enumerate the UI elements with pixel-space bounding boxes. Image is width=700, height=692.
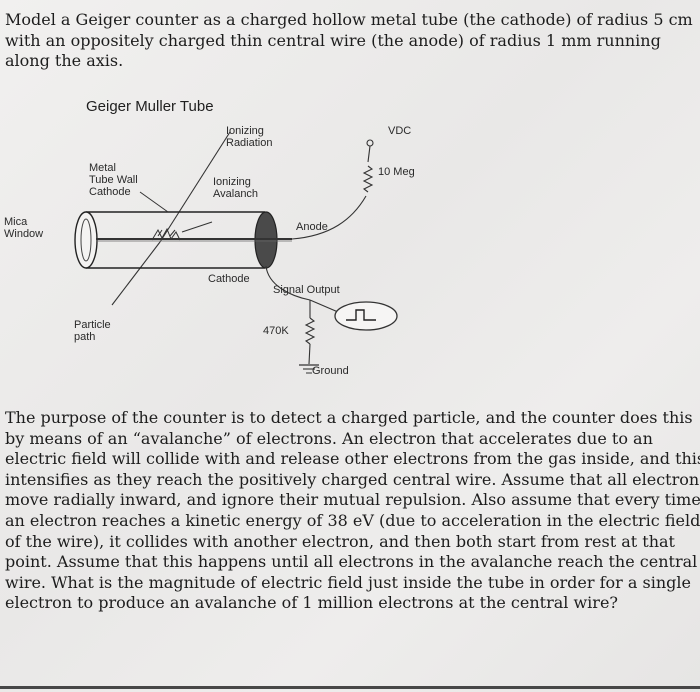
avalanche-mark (151, 227, 181, 241)
resistor-10meg (362, 165, 374, 193)
mica-window-ellipse (74, 211, 98, 269)
intro-paragraph: Model a Geiger counter as a charged holl… (5, 10, 693, 72)
label-ground: Ground (312, 365, 349, 377)
label-cathode: Cathode (208, 273, 250, 285)
label-mica-window: Mica Window (4, 216, 44, 240)
problem-paragraph: The purpose of the counter is to detect … (5, 408, 700, 614)
page-bottom-edge (0, 686, 700, 689)
figure-title: Geiger Muller Tube (86, 98, 214, 115)
problem-line: electron to produce an avalanche of 1 mi… (5, 593, 618, 613)
label-anode: Anode (296, 221, 328, 233)
signal-lead (309, 299, 339, 313)
problem-line: point. Assume that this happens until al… (5, 552, 698, 572)
problem-line: of the wire), it collides with another e… (5, 531, 675, 551)
avalanche-pointer (181, 221, 213, 233)
label-resistor-470k: 470K (263, 325, 289, 337)
problem-line: move radially inward, and ignore their m… (5, 490, 700, 510)
ground-symbol (299, 364, 319, 374)
problem-line: The purpose of the counter is to detect … (5, 408, 693, 427)
label-ionizing-avalanch: Ionizing Avalanch (213, 176, 259, 200)
intro-line: with an oppositely charged thin central … (5, 30, 661, 50)
vdc-lead (291, 195, 367, 240)
label-particle-path: Particle path (74, 319, 111, 343)
vdc-terminal (366, 139, 374, 147)
radiation-path-line (159, 131, 231, 243)
cathode-lead (265, 265, 311, 301)
label-ionizing-radiation: Ionizing Radiation (226, 125, 273, 149)
problem-line: wire. What is the magnitude of electric … (5, 572, 691, 592)
problem-line: by means of an “avalanche” of electrons.… (5, 428, 653, 448)
problem-line: intensifies as they reach the positively… (5, 469, 700, 489)
problem-line: electric field will collide with and rel… (5, 449, 700, 469)
label-signal-output: Signal Output (273, 284, 340, 296)
tube-wall-pointer (139, 191, 169, 213)
intro-line: Model a Geiger counter as a charged holl… (5, 10, 693, 29)
particle-path-line (111, 241, 161, 306)
label-metal-tube-wall: Metal Tube Wall Cathode (89, 162, 138, 198)
label-vdc: VDC (388, 125, 412, 137)
tube-body (74, 211, 292, 269)
problem-line: an electron reaches a kinetic energy of … (5, 510, 700, 530)
intro-line: along the axis. (5, 51, 124, 71)
label-resistor-10meg: 10 Meg (378, 166, 415, 178)
signal-output-display (334, 301, 398, 331)
resistor-470k (304, 317, 316, 345)
pulse-icon (346, 309, 376, 321)
